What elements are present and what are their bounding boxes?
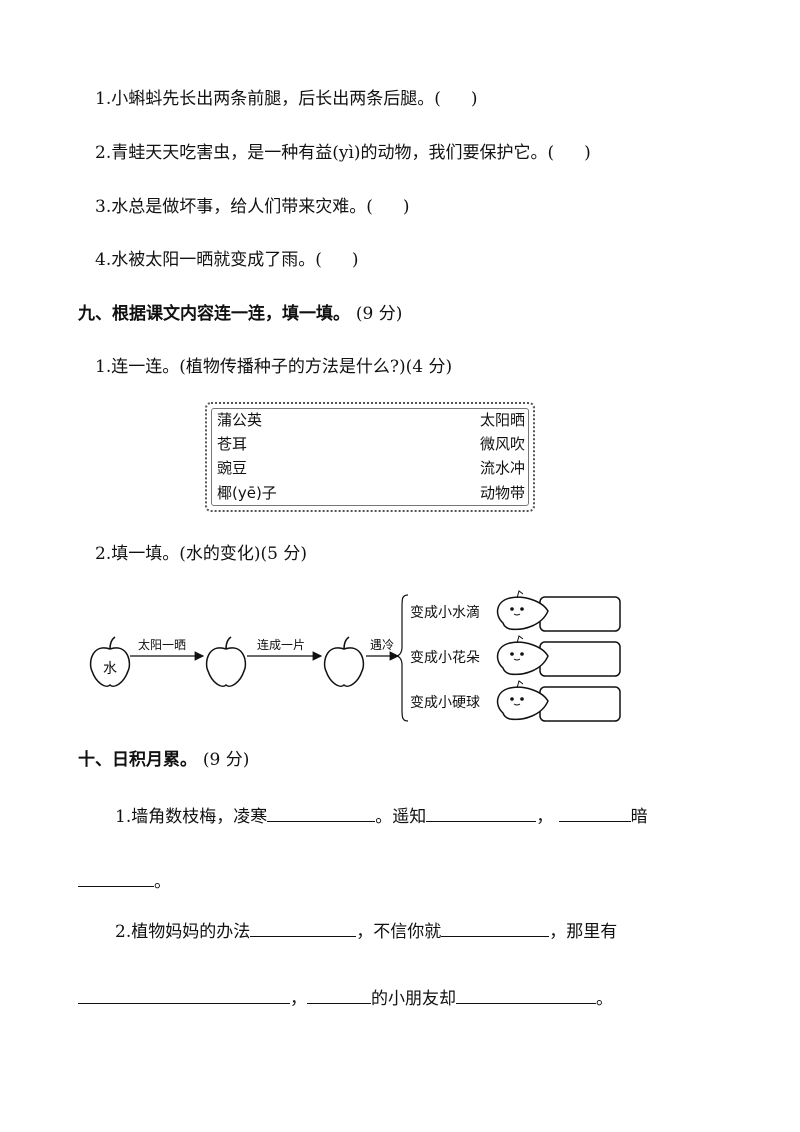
match-left-item[interactable]: 椰(yē)子 xyxy=(217,484,277,502)
fill-blank[interactable] xyxy=(250,918,357,937)
fill-blank[interactable] xyxy=(267,803,376,822)
droplet-mascot-icon xyxy=(496,635,549,676)
section-9-heading: 九、根据课文内容连一连，填一填。 (9 分) xyxy=(78,304,403,324)
svg-text:变成小水滴: 变成小水滴 xyxy=(410,604,480,621)
section-9-question-1: 1.连一连。(植物传播种子的方法是什么?)(4 分) xyxy=(95,357,453,377)
match-right-item[interactable]: 微风吹 xyxy=(479,435,525,453)
outcome-row-1: 变成小水滴 xyxy=(410,590,621,632)
match-right-item[interactable]: 太阳晒 xyxy=(479,411,525,429)
fill-blank[interactable] xyxy=(441,918,550,937)
judgement-item-3: 3.水总是做坏事，给人们带来灾难。() xyxy=(95,197,410,217)
answer-box[interactable] xyxy=(539,641,621,677)
droplet-mascot-icon xyxy=(496,590,549,631)
brace xyxy=(395,594,409,722)
apple-icon: 水 xyxy=(89,636,131,687)
section-10-question-2-line-2: ，的小朋友却。 xyxy=(78,985,613,1010)
apple-icon xyxy=(205,636,247,687)
fill-blank[interactable] xyxy=(426,803,537,822)
svg-text:变成小花朵: 变成小花朵 xyxy=(410,650,480,666)
judgement-item-1: 1.小蝌蚪先长出两条前腿，后长出两条后腿。() xyxy=(95,89,478,109)
outcome-row-2: 变成小花朵 xyxy=(410,635,621,677)
section-10-heading: 十、日积月累。 (9 分) xyxy=(78,750,250,770)
matching-box: 蒲公英 苍耳 豌豆 椰(yē)子 太阳晒 微风吹 流水冲 动物带 xyxy=(205,402,535,512)
fill-blank[interactable] xyxy=(78,868,154,887)
answer-box[interactable] xyxy=(539,686,621,722)
section-10-question-1-line-2: 。 xyxy=(78,868,171,893)
match-left-item[interactable]: 蒲公英 xyxy=(217,411,263,429)
arrow-1-label: 太阳一晒 xyxy=(138,637,186,652)
section-9-question-2: 2.填一填。(水的变化)(5 分) xyxy=(95,544,307,564)
fill-blank[interactable] xyxy=(456,985,596,1004)
outcome-row-3: 变成小硬球 xyxy=(410,680,621,722)
arrow-3-label: 遇冷 xyxy=(370,638,394,652)
judgement-item-4: 4.水被太阳一晒就变成了雨。() xyxy=(95,250,359,270)
fill-blank[interactable] xyxy=(558,803,631,822)
water-start-label: 水 xyxy=(103,661,117,677)
fill-blank[interactable] xyxy=(78,985,290,1004)
match-left-item[interactable]: 苍耳 xyxy=(217,435,248,453)
answer-box[interactable] xyxy=(539,596,621,632)
match-left-item[interactable]: 豌豆 xyxy=(217,459,248,477)
section-10-question-2-line-1: 2.植物妈妈的办法，不信你就，那里有 xyxy=(115,918,617,943)
section-10-question-1-line-1: 1.墙角数枝梅，凌寒。遥知， 暗 xyxy=(115,803,648,828)
match-right-item[interactable]: 动物带 xyxy=(479,484,525,502)
apple-icon xyxy=(323,636,365,687)
fill-blank[interactable] xyxy=(307,985,371,1004)
match-right-item[interactable]: 流水冲 xyxy=(479,459,525,477)
water-change-diagram: 水 太阳一晒 连成一片 遇冷 变成小水滴 变成小花朵 xyxy=(89,590,621,722)
judgement-item-2: 2.青蛙天天吃害虫，是一种有益(yì)的动物，我们要保护它。() xyxy=(95,143,591,163)
arrow-2-label: 连成一片 xyxy=(257,637,305,652)
droplet-mascot-icon xyxy=(496,680,549,721)
svg-text:变成小硬球: 变成小硬球 xyxy=(410,695,480,711)
